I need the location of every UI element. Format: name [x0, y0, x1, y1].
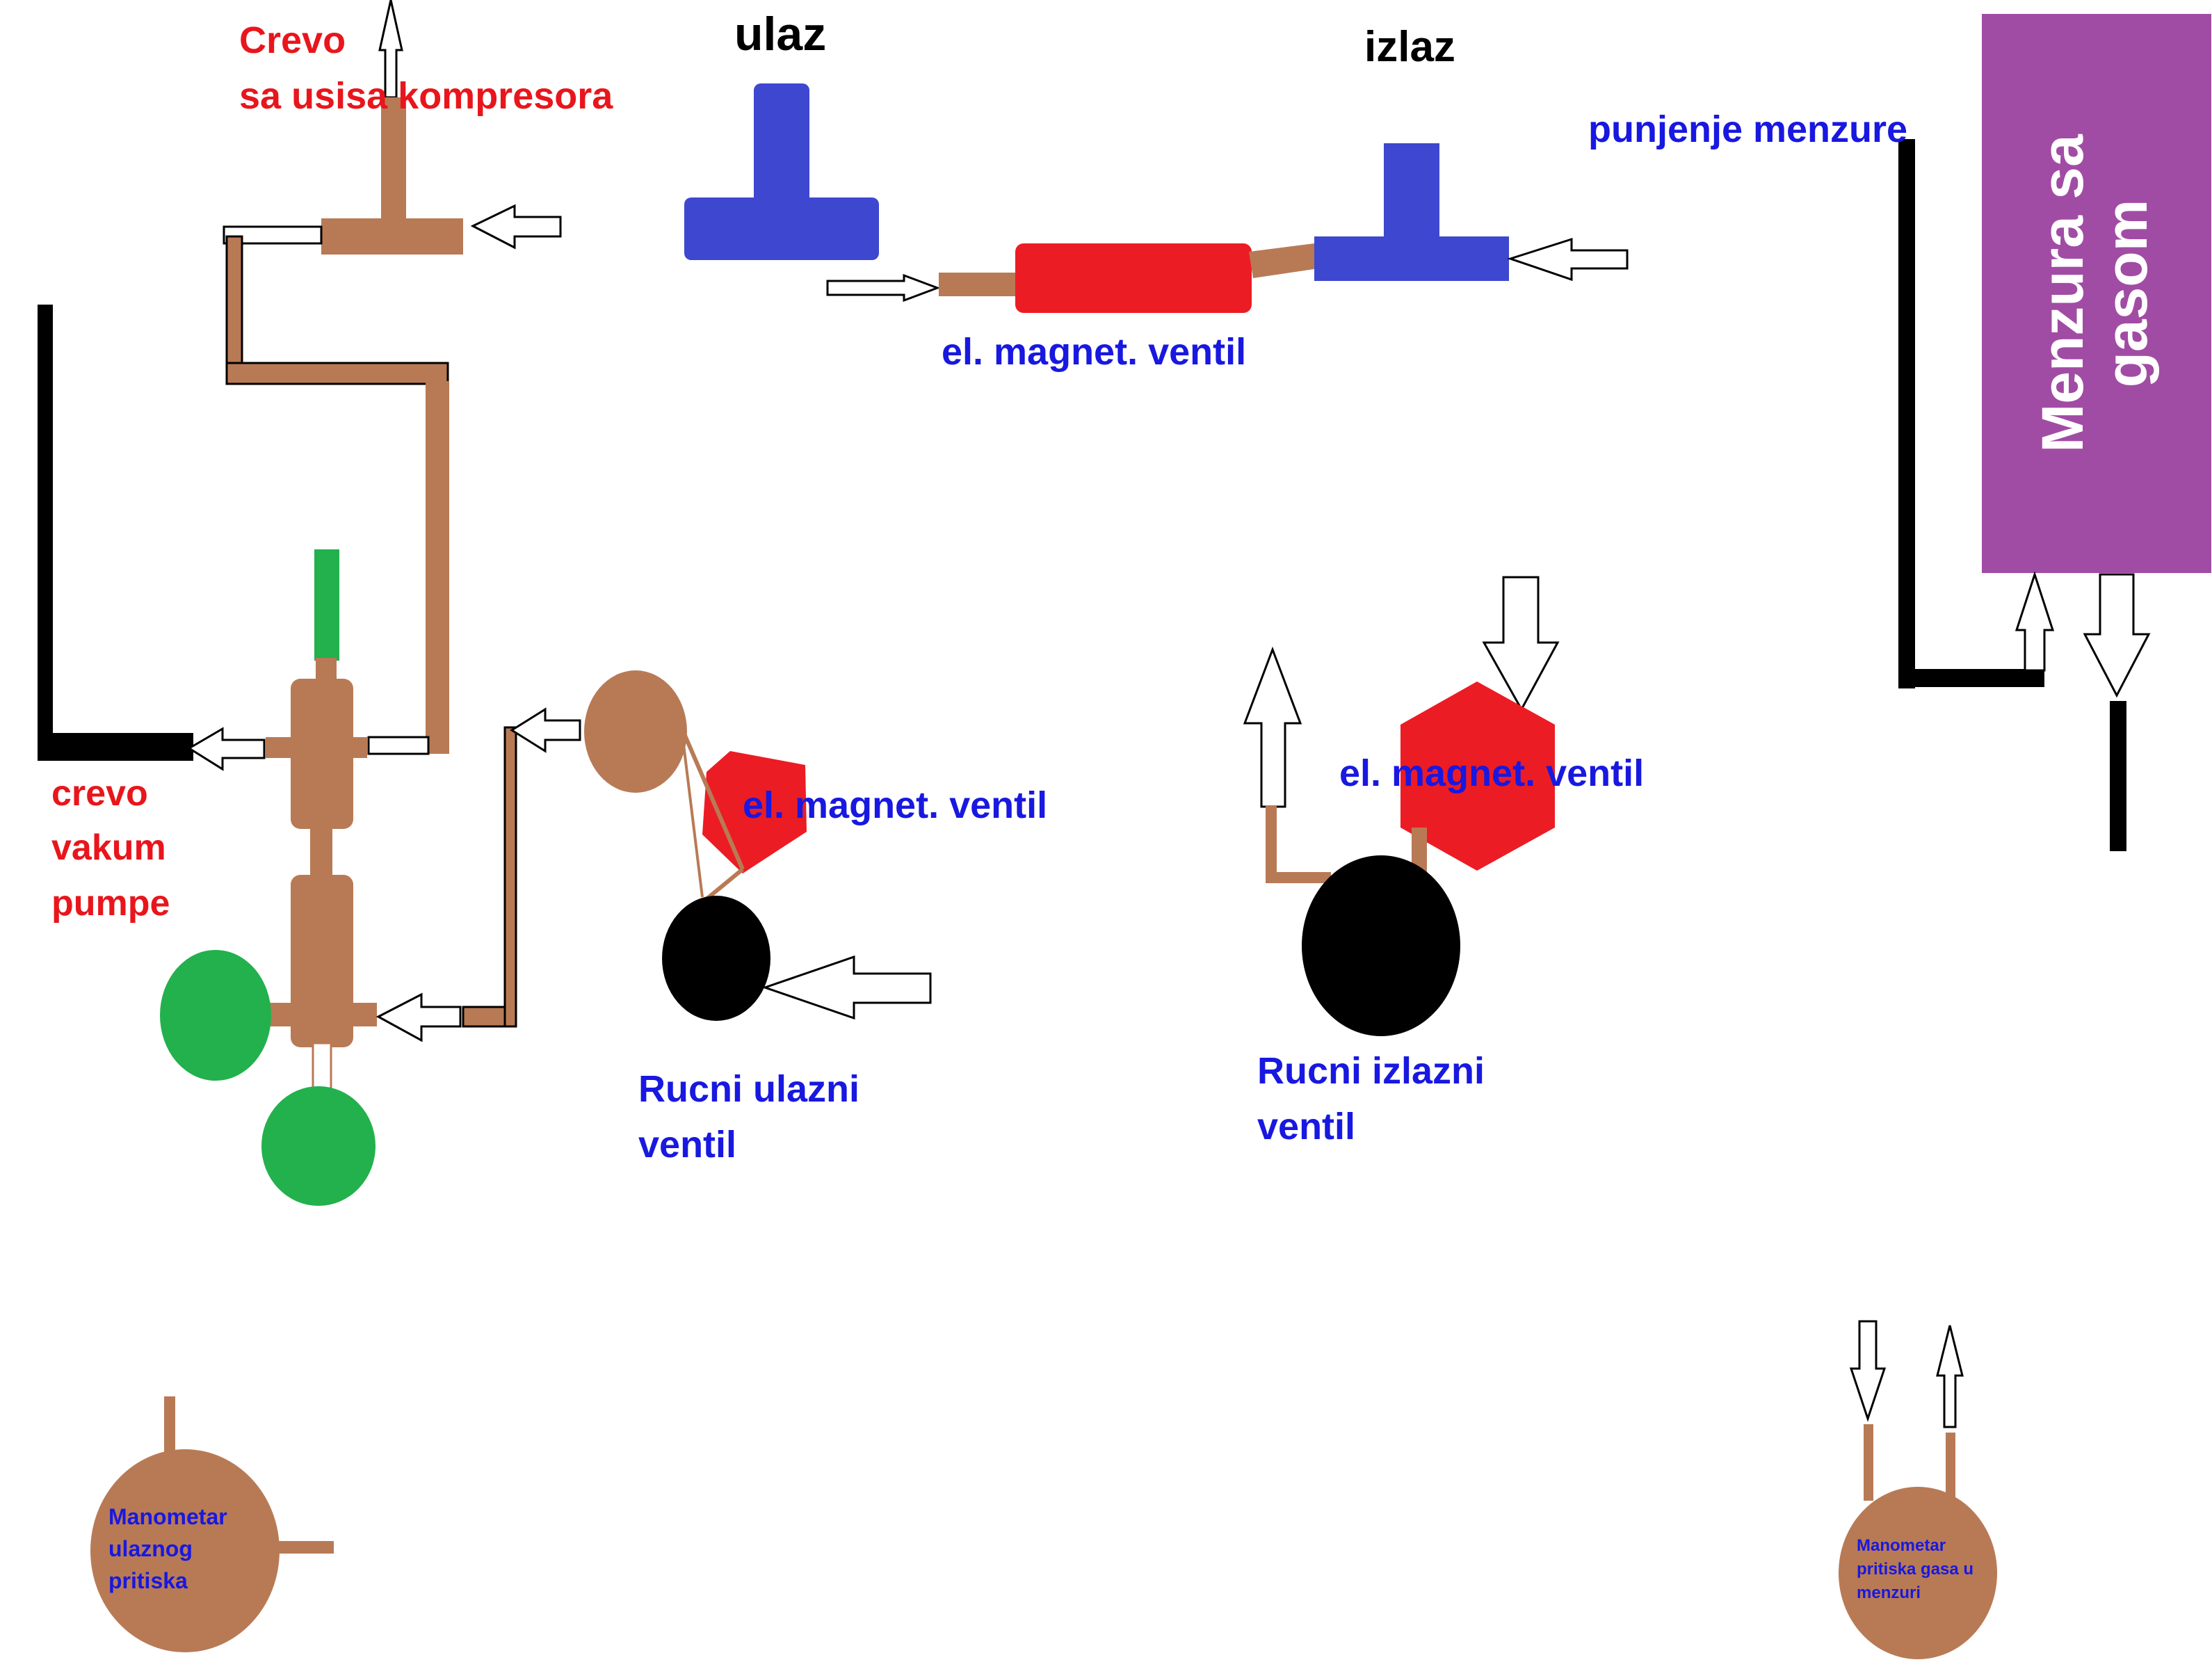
label-compressor-hose-line2: sa usisa kompresora: [239, 75, 613, 117]
gauge-side-port: [271, 1541, 334, 1554]
inlet-solenoid-hex: [702, 751, 807, 873]
outlet-solenoid-hex: [1400, 682, 1555, 871]
label-solenoid-right: el. magnet. ventil: [1339, 752, 1644, 794]
gas-cylinder: [1982, 14, 2211, 573]
pipe-segment: [503, 726, 517, 1028]
up-arrow-icon: [378, 0, 403, 99]
label-gauge-inlet-line3: pritiska: [108, 1568, 188, 1593]
inlet-tee-bar: [684, 197, 879, 260]
outlet-tee-bar: [1314, 236, 1509, 281]
label-cylinder-line1: Menzura sa: [2030, 134, 2095, 453]
label-solenoid-top: el. magnet. ventil: [942, 331, 1246, 373]
gauge-stem: [164, 1396, 175, 1452]
green-valve-left[interactable]: [160, 950, 271, 1081]
gauge-cylinder-body: [1839, 1487, 1997, 1659]
pipe-segment: [1412, 828, 1427, 873]
gauge-stem: [1864, 1424, 1873, 1501]
outlet-hose: [2110, 701, 2126, 851]
up-arrow-icon: [2015, 571, 2055, 672]
manifold-lower-port: [268, 1003, 377, 1026]
cylinder-pressure-gauge: [1839, 1320, 1997, 1659]
label-vacuum-hose-line1: crevo: [51, 773, 148, 814]
gauge-stem: [1946, 1433, 1955, 1501]
label-outlet: izlaz: [1364, 23, 1455, 71]
label-vacuum-hose-line3: pumpe: [51, 883, 170, 924]
pipe-segment: [939, 273, 1019, 296]
pipe-segment: [1249, 243, 1318, 278]
manifold-side-port: [266, 737, 367, 758]
label-cylinder-line2: gasom: [2094, 200, 2159, 388]
down-arrow-icon: [1849, 1320, 1887, 1422]
hose-horizontal: [38, 733, 193, 761]
fill-hose-horizontal: [1898, 669, 2044, 687]
up-arrow-icon: [1936, 1325, 1964, 1428]
manual-outlet-valve[interactable]: [1302, 855, 1460, 1036]
tee-left-fitting: [223, 225, 323, 245]
compressor-tee: [321, 218, 463, 255]
label-inlet: ulaz: [734, 8, 826, 61]
label-solenoid-middle: el. magnet. ventil: [743, 784, 1047, 826]
vacuum-pump-hose: [38, 305, 266, 771]
green-handle: [314, 549, 339, 661]
label-manual-inlet-line1: Rucni ulazni: [638, 1068, 859, 1110]
manifold-stem: [316, 658, 337, 682]
manifold-right-fitting: [367, 736, 430, 755]
label-compressor-hose-line1: Crevo: [239, 19, 346, 61]
manifold-block: [160, 549, 581, 1206]
pipe-link: [679, 726, 745, 871]
tee-stub-pipe: [381, 97, 406, 220]
label-gauge-inlet-line1: Manometar: [108, 1504, 227, 1529]
down-arrow-icon: [2083, 573, 2151, 698]
label-vacuum-hose-line2: vakum: [51, 828, 166, 868]
label-gauge-cyl-line2: pritiska gasa u: [1857, 1560, 1973, 1579]
label-gauge-inlet-line2: ulaznog: [108, 1536, 193, 1561]
up-arrow-icon: [1243, 646, 1302, 808]
top-solenoid-valve[interactable]: [1015, 243, 1252, 313]
manifold-bottom-stem: [312, 1042, 332, 1095]
left-arrow-icon: [187, 727, 266, 771]
down-arrow-icon: [1482, 576, 1560, 712]
top-valve-line: [684, 83, 1629, 313]
left-arrow-icon: [510, 707, 581, 753]
pipe-segment: [1266, 872, 1331, 883]
green-valve-bottom[interactable]: [261, 1086, 376, 1206]
hose-vertical: [38, 305, 53, 761]
pipe-segment: [225, 362, 449, 385]
gauge-inlet-body: [90, 1449, 280, 1652]
left-arrow-icon: [376, 992, 462, 1042]
outlet-tee-stem: [1384, 143, 1439, 248]
label-gauge-cyl-line1: Manometar: [1857, 1536, 1946, 1555]
gas-cylinder-assembly: [1898, 14, 2211, 851]
right-arrow-icon: [826, 273, 941, 303]
pipe-link: [702, 867, 744, 903]
inlet-pressure-gauge: [90, 1396, 334, 1652]
manifold-neck: [310, 828, 332, 876]
inlet-valve-assembly: [584, 670, 932, 1021]
label-cylinder-fill: punjenje menzure: [1588, 108, 1907, 150]
pipe-segment: [225, 235, 243, 385]
inlet-brown-knob: [584, 670, 687, 793]
label-manual-outlet-line1: Rucni izlazni: [1257, 1050, 1485, 1092]
pipe-segment: [1266, 805, 1277, 882]
label-gauge-cyl-line3: menzuri: [1857, 1583, 1921, 1602]
pipe-segment: [426, 381, 449, 754]
pipe-link: [680, 727, 704, 898]
left-arrow-icon: [470, 204, 562, 250]
left-arrow-icon: [1507, 237, 1629, 282]
fill-hose-vertical: [1898, 139, 1915, 688]
label-manual-outlet-line2: ventil: [1257, 1106, 1355, 1147]
label-manual-inlet-line2: ventil: [638, 1124, 736, 1166]
manual-inlet-valve[interactable]: [662, 896, 770, 1021]
left-arrow-icon: [761, 955, 932, 1020]
inlet-tee-stem: [754, 83, 809, 209]
outlet-valve-assembly: [1243, 576, 1560, 1036]
labels: Crevo sa usisa kompresora ulaz izlaz pun…: [51, 8, 2159, 1602]
compressor-suction-assembly: [223, 0, 562, 754]
